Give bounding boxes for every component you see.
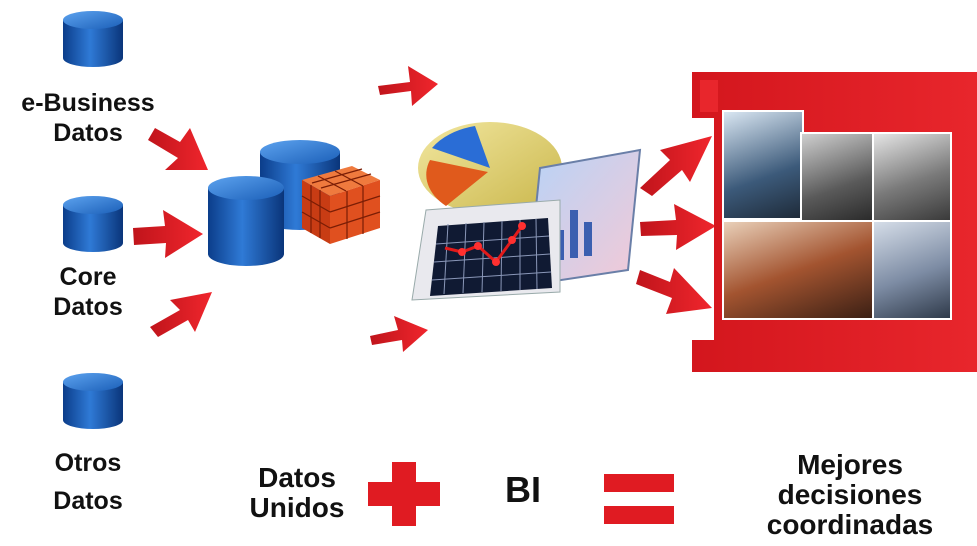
equation-term-bi: BI — [505, 469, 541, 510]
source-label-core: Core Datos — [53, 263, 123, 321]
source-label-ebusiness: e-Business Datos — [21, 89, 155, 147]
photo-woman-smiling — [800, 132, 876, 222]
arrow-icon — [378, 66, 438, 106]
equation-term-datos-unidos: Datos Unidos — [249, 462, 345, 523]
arrow-icon — [636, 268, 712, 314]
arrow-icon — [370, 316, 428, 352]
olap-cube-icon — [301, 166, 381, 244]
database-icon — [63, 11, 123, 67]
bi-chart-illustration — [411, 122, 642, 301]
database-icon — [63, 196, 123, 252]
photo-team — [722, 220, 876, 320]
database-icon — [63, 373, 123, 429]
arrow-icon — [150, 292, 212, 337]
arrow-icon — [640, 204, 716, 250]
equals-icon — [604, 474, 674, 526]
photo-meeting — [722, 110, 804, 220]
photo-monitor — [872, 132, 952, 222]
arrow-icon — [133, 210, 203, 258]
photo-man-portrait — [872, 220, 952, 320]
arrow-icon — [640, 136, 712, 196]
plus-icon — [368, 462, 440, 526]
people-photo-collage — [722, 110, 952, 320]
arrow-icon — [148, 128, 208, 170]
equation-result: Mejores decisiones coordinadas — [766, 449, 934, 540]
source-label-otros: Otros Datos — [53, 449, 123, 515]
